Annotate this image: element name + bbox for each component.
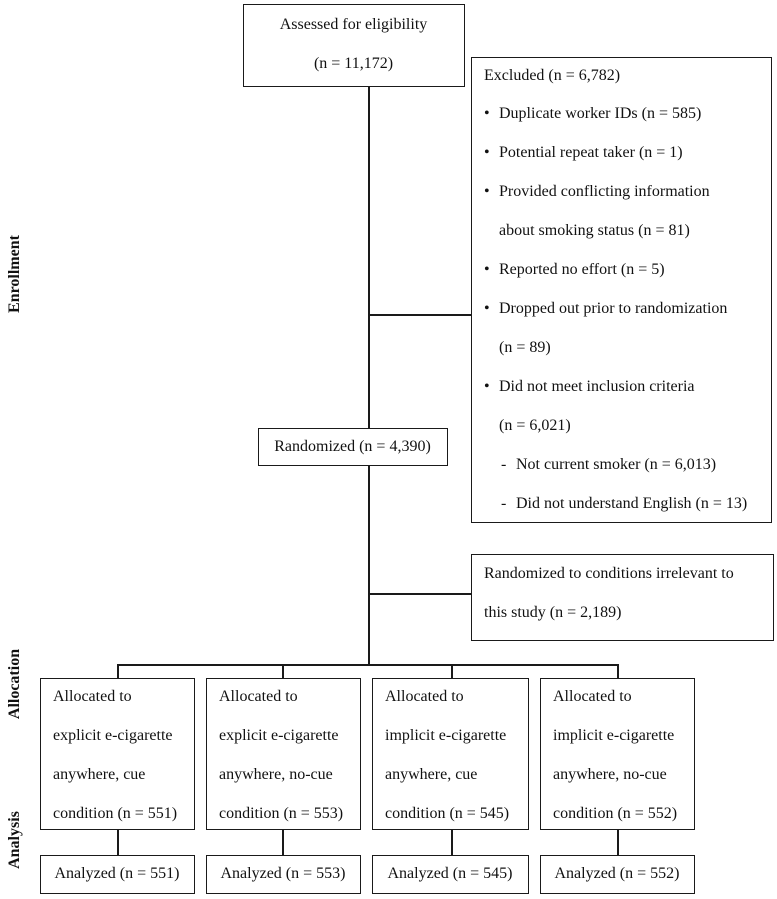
dash-icon: - — [501, 495, 507, 512]
arm2-analyzed-box: Analyzed (n = 553) — [206, 855, 361, 894]
excluded-item-continued: (n = 89) — [499, 339, 551, 356]
irrelevant-line2: this study (n = 2,189) — [484, 604, 622, 621]
assessed-label: Assessed for eligibility — [279, 16, 428, 33]
arm-line: Allocated to — [385, 688, 464, 705]
bullet-icon: • — [484, 378, 490, 395]
excluded-item: Reported no effort (n = 5) — [499, 261, 665, 278]
arm3-allocation-box: Allocated to implicit e-cigarette anywhe… — [372, 678, 529, 830]
allocation-label: Allocation — [6, 648, 23, 720]
arm4-allocation-box: Allocated to implicit e-cigarette anywhe… — [540, 678, 695, 830]
excluded-item-continued: (n = 6,021) — [499, 417, 571, 434]
excluded-subitem: Not current smoker (n = 6,013) — [516, 456, 717, 473]
arm3-drop — [451, 664, 453, 678]
irrelevant-line1: Randomized to conditions irrelevant to — [484, 565, 734, 582]
arm2-analyzed-label: Analyzed (n = 553) — [220, 865, 346, 882]
arm-line: implicit e-cigarette — [553, 727, 675, 744]
arm-line: anywhere, cue — [385, 766, 478, 783]
bullet-icon: • — [484, 183, 490, 200]
arm3-analysis-link — [451, 829, 453, 855]
excluded-item: Dropped out prior to randomization — [499, 300, 728, 317]
arm1-analysis-link — [117, 829, 119, 855]
excluded-item-continued: about smoking status (n = 81) — [499, 222, 690, 239]
excluded-subitem: Did not understand English (n = 13) — [516, 495, 748, 512]
bullet-icon: • — [484, 105, 490, 122]
arm3-analyzed-box: Analyzed (n = 545) — [372, 855, 529, 894]
arm3-analyzed-label: Analyzed (n = 545) — [387, 865, 513, 882]
arm-line: anywhere, cue — [53, 766, 146, 783]
arm-line: Allocated to — [53, 688, 132, 705]
arm-line: explicit e-cigarette — [219, 727, 339, 744]
arm-line: condition (n = 552) — [553, 805, 678, 822]
main-spine-lower — [368, 466, 370, 665]
arm4-analyzed-label: Analyzed (n = 552) — [554, 865, 680, 882]
bullet-icon: • — [484, 300, 490, 317]
excluded-item: Potential repeat taker (n = 1) — [499, 144, 683, 161]
allocation-horizontal — [117, 664, 618, 666]
arm-line: anywhere, no-cue — [219, 766, 333, 783]
irrelevant-box: Randomized to conditions irrelevant to t… — [471, 554, 774, 641]
arm-line: condition (n = 545) — [385, 805, 510, 822]
irrelevant-branch — [368, 593, 471, 595]
arm1-analyzed-label: Analyzed (n = 551) — [54, 865, 180, 882]
analysis-label: Analysis — [6, 811, 23, 869]
arm4-drop — [617, 664, 619, 678]
arm2-analysis-link — [282, 829, 284, 855]
arm4-analysis-link — [617, 829, 619, 855]
excluded-box: Excluded (n = 6,782) • Duplicate worker … — [471, 57, 772, 523]
arm1-analyzed-box: Analyzed (n = 551) — [40, 855, 195, 894]
arm2-allocation-box: Allocated to explicit e-cigarette anywhe… — [206, 678, 361, 830]
arm-line: anywhere, no-cue — [553, 766, 667, 783]
bullet-icon: • — [484, 261, 490, 278]
assessed-box: Assessed for eligibility (n = 11,172) — [243, 4, 465, 87]
assessed-count: (n = 11,172) — [313, 55, 394, 72]
arm1-drop — [117, 664, 119, 678]
excluded-branch — [368, 314, 471, 316]
excluded-title: Excluded (n = 6,782) — [484, 67, 621, 84]
arm-line: explicit e-cigarette — [53, 727, 173, 744]
enrollment-label: Enrollment — [6, 235, 23, 313]
excluded-item: Duplicate worker IDs (n = 585) — [499, 105, 702, 122]
bullet-icon: • — [484, 144, 490, 161]
arm-line: Allocated to — [219, 688, 298, 705]
arm-line: condition (n = 553) — [219, 805, 344, 822]
arm4-analyzed-box: Analyzed (n = 552) — [540, 855, 695, 894]
excluded-item: Provided conflicting information — [499, 183, 710, 200]
excluded-item: Did not meet inclusion criteria — [499, 378, 695, 395]
arm-line: Allocated to — [553, 688, 632, 705]
arm-line: condition (n = 551) — [53, 805, 178, 822]
main-spine-upper — [368, 86, 370, 428]
arm1-allocation-box: Allocated to explicit e-cigarette anywhe… — [40, 678, 195, 830]
dash-icon: - — [501, 456, 507, 473]
arm-line: implicit e-cigarette — [385, 727, 507, 744]
randomized-label: Randomized (n = 4,390) — [274, 438, 431, 455]
arm2-drop — [282, 664, 284, 678]
randomized-box: Randomized (n = 4,390) — [258, 428, 448, 466]
